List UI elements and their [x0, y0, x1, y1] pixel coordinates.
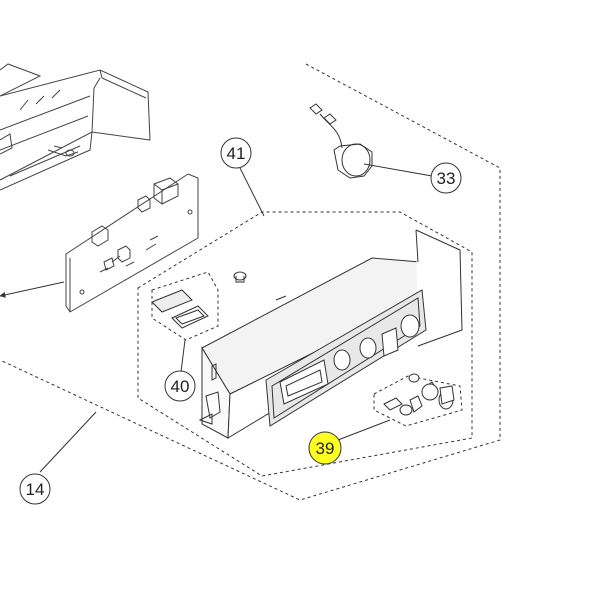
- timer-motor-part-33: [309, 103, 373, 179]
- svg-text:41: 41: [227, 144, 246, 163]
- assembly-boundary-39: [373, 375, 463, 427]
- gasket-part-40: [151, 289, 209, 329]
- callout-41: 41: [220, 137, 252, 169]
- knobs-part-39: [383, 373, 455, 416]
- upper-frame-assembly: [0, 63, 151, 191]
- leader-line-33: [363, 163, 433, 177]
- assembly-boundary-41: [137, 211, 473, 477]
- svg-text:33: 33: [437, 169, 456, 188]
- control-panel-housing: [198, 229, 463, 439]
- leader-line-41: [239, 167, 265, 217]
- leader-line-40: [180, 339, 186, 373]
- svg-text:14: 14: [26, 480, 45, 499]
- svg-text:39: 39: [316, 439, 335, 458]
- screw: [233, 271, 247, 283]
- leader-line-39: [337, 419, 391, 441]
- callout-14: 14: [19, 473, 51, 505]
- leader-line-14-board: [0, 281, 65, 298]
- callout-33: 33: [430, 162, 462, 194]
- svg-text:40: 40: [171, 377, 190, 396]
- assembly-boundary-40: [151, 271, 219, 341]
- callout-39-highlighted: 39: [308, 431, 342, 465]
- control-board: [65, 173, 199, 313]
- assembly-boundary-14: [0, 63, 501, 501]
- leader-line-14: [39, 411, 97, 473]
- callout-40: 40: [164, 370, 196, 402]
